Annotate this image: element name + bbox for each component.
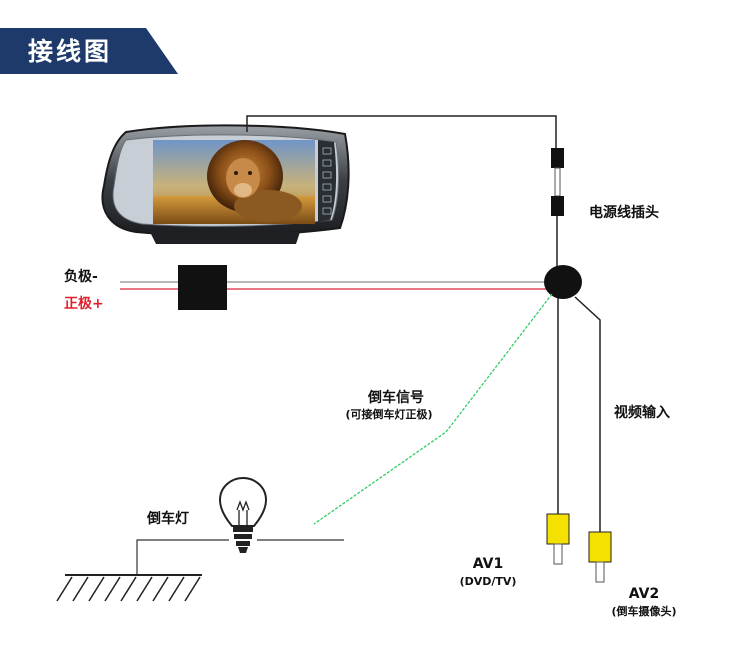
ground-hatch xyxy=(104,576,121,602)
bulb-base-3 xyxy=(236,541,250,546)
ground-hatch-icon xyxy=(56,574,202,602)
lion-eye-right xyxy=(248,171,252,175)
lion-muzzle xyxy=(234,183,252,197)
ground-hatch xyxy=(120,576,137,602)
av2-note: (倒车摄像头) xyxy=(611,605,677,618)
light-bulb-icon xyxy=(218,476,268,553)
lion-eye-left xyxy=(234,171,238,175)
mirror-button-4 xyxy=(322,183,332,191)
mirror-button-panel xyxy=(318,140,337,222)
junction-node xyxy=(544,265,582,299)
reverse-light-label: 倒车灯 xyxy=(147,511,189,527)
positive-label: 正极+ xyxy=(64,296,104,312)
mirror-button-2 xyxy=(322,159,332,167)
av1-plug-tip xyxy=(553,543,563,565)
av1-plug-body xyxy=(546,513,570,545)
bulb-base-2 xyxy=(234,534,252,539)
reverse-signal-note: (可接倒车灯正极) xyxy=(345,408,433,421)
power-plug-female xyxy=(551,148,564,168)
av1-label: AV1 xyxy=(472,556,504,572)
ground-hatch xyxy=(56,576,73,602)
ground-hatch xyxy=(168,576,185,602)
bulb-base-1 xyxy=(233,527,253,532)
mirror-bottom-clip xyxy=(150,232,300,244)
ground-hatch xyxy=(136,576,153,602)
inline-fuse-box xyxy=(178,265,227,310)
av2-label: AV2 xyxy=(628,586,660,602)
page-title: 接线图 xyxy=(28,37,113,66)
mirror-button-1 xyxy=(322,147,332,155)
mirror-monitor xyxy=(101,124,350,244)
av2-plug-body xyxy=(588,531,612,563)
ground-hatch xyxy=(72,576,89,602)
power-plug-male xyxy=(551,196,564,216)
bulb-tip xyxy=(238,547,248,553)
title-banner xyxy=(0,28,178,74)
bulb-glass xyxy=(218,476,268,527)
reverse-signal-wire xyxy=(313,293,553,525)
ground-hatch xyxy=(152,576,169,602)
negative-label: 负极- xyxy=(64,269,98,285)
reverse-signal-label: 倒车信号 xyxy=(368,390,424,406)
mirror-button-6 xyxy=(322,207,332,215)
video-input-label: 视频输入 xyxy=(614,405,670,421)
mirror-button-5 xyxy=(322,195,332,203)
ground-hatch xyxy=(184,576,201,602)
title-banner-shape xyxy=(0,28,178,74)
mirror-button-3 xyxy=(322,171,332,179)
av2-plug-tip xyxy=(595,561,605,583)
power-cable-top xyxy=(246,115,557,150)
av2-cable xyxy=(574,296,601,532)
bulb-filament xyxy=(236,500,250,526)
ground-hatch xyxy=(88,576,105,602)
lion-body xyxy=(234,190,302,222)
power-plug-pin xyxy=(554,167,561,197)
av1-note: (DVD/TV) xyxy=(459,575,517,588)
power-plug-label: 电源线插头 xyxy=(589,205,659,221)
bulb-ground-wire xyxy=(136,539,229,574)
